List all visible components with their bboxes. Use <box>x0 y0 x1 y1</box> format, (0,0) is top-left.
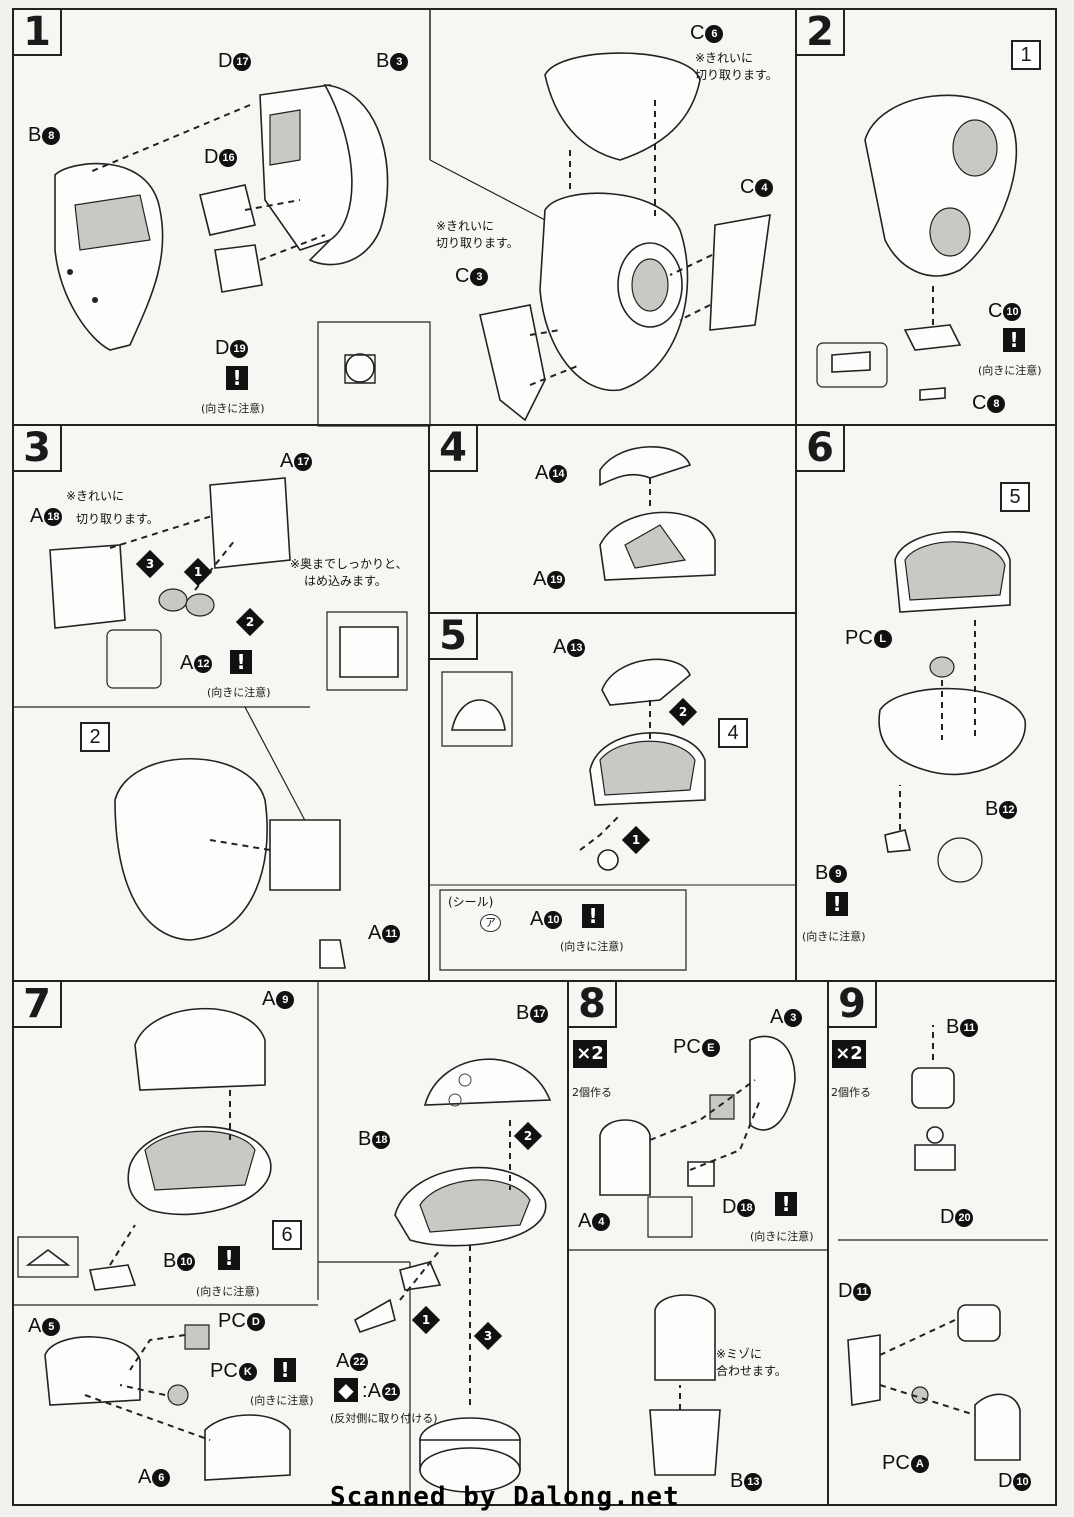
step-number: 8 <box>569 982 617 1028</box>
warning-icon: ! <box>582 904 604 928</box>
order-marker-1: 1 <box>411 1305 441 1335</box>
warning-icon: ! <box>1003 328 1025 352</box>
flip-icon: ◆ <box>334 1378 358 1402</box>
ref-assembly-1: 1 <box>1011 40 1041 70</box>
opposite-side-note: (反対側に取り付ける) <box>330 1412 438 1425</box>
make-two-note: 2個作る <box>572 1086 612 1099</box>
ref-assembly-4: 4 <box>718 718 748 748</box>
sticker-label: (シール) <box>448 895 494 909</box>
scan-watermark: Scanned by Dalong.net <box>330 1482 680 1512</box>
step-number: 7 <box>14 982 62 1028</box>
orientation-note: (向きに注意) <box>196 1285 260 1298</box>
warning-icon: ! <box>274 1358 296 1382</box>
order-marker-2: 2 <box>668 697 698 727</box>
cut-clean-note-a18-line2: 切り取ります。 <box>76 512 159 526</box>
warning-icon: ! <box>230 650 252 674</box>
orientation-note: (向きに注意) <box>978 364 1042 377</box>
step-number: 3 <box>14 426 62 472</box>
sticker-code: ア <box>480 914 501 932</box>
order-marker-2: 2 <box>513 1121 543 1151</box>
step-number: 6 <box>797 426 845 472</box>
quantity-x2-badge: ×2 <box>573 1040 607 1068</box>
step-3-panel: 3 <box>12 424 430 982</box>
step-number: 1 <box>14 10 62 56</box>
order-marker-1: 1 <box>183 557 213 587</box>
order-marker-3: 3 <box>135 549 165 579</box>
orientation-note: (向きに注意) <box>201 402 265 415</box>
order-marker-1: 1 <box>621 825 651 855</box>
step-number: 9 <box>829 982 877 1028</box>
warning-icon: ! <box>226 366 248 390</box>
step-number: 5 <box>430 614 478 660</box>
orientation-note: (向きに注意) <box>207 686 271 699</box>
warning-icon: ! <box>218 1246 240 1270</box>
cut-clean-note: ※きれいに切り取ります。 <box>695 51 778 82</box>
orientation-note: (向きに注意) <box>250 1394 314 1407</box>
orientation-note: (向きに注意) <box>750 1230 814 1243</box>
cut-clean-note-c3: ※きれいに切り取ります。 <box>436 219 519 250</box>
ref-assembly-6: 6 <box>272 1220 302 1250</box>
order-marker-2: 2 <box>235 607 265 637</box>
groove-note: ※ミゾに合わせます。 <box>716 1347 787 1378</box>
warning-icon: ! <box>775 1192 797 1216</box>
press-in-note: ※奥までしっかりと、はめ込みます。 <box>290 557 408 588</box>
warning-icon: ! <box>826 892 848 916</box>
step-number: 4 <box>430 426 478 472</box>
step-number: 2 <box>797 10 845 56</box>
ref-assembly-2: 2 <box>80 722 110 752</box>
orientation-note: (向きに注意) <box>802 930 866 943</box>
order-marker-3: 3 <box>473 1321 503 1351</box>
ref-assembly-5: 5 <box>1000 482 1030 512</box>
cut-clean-note-a18: ※きれいに <box>66 489 125 503</box>
orientation-note: (向きに注意) <box>560 940 624 953</box>
quantity-x2-badge: ×2 <box>832 1040 866 1068</box>
make-two-note: 2個作る <box>831 1086 871 1099</box>
step-4-panel: 4 <box>428 424 797 614</box>
